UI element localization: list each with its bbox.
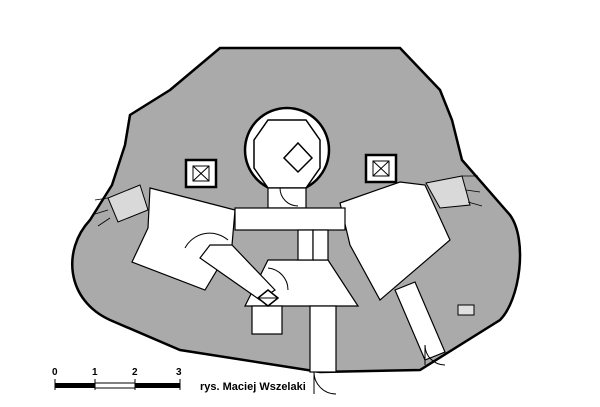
left-vent-shaft	[184, 158, 218, 189]
passage-left	[297, 229, 314, 261]
scale-tick-0: 0	[52, 367, 58, 378]
hatch-mark	[256, 289, 280, 307]
right-embrasure	[425, 175, 483, 209]
door-arc-entrance	[313, 371, 337, 395]
door-arc-turret	[279, 187, 299, 207]
door-arc-left	[184, 232, 229, 249]
central-turret	[243, 106, 331, 194]
right-vent-shaft	[364, 153, 398, 184]
scale-tick-1: 1	[92, 367, 98, 378]
door-arc-lobby	[267, 267, 289, 291]
small-room	[251, 305, 283, 335]
interior-rooms	[131, 181, 451, 373]
left-embrasure	[94, 184, 149, 227]
right-gun-room	[339, 181, 451, 301]
cross-corridor	[234, 207, 346, 231]
scale-bar: 0 1 2 3	[52, 367, 182, 390]
right-exit-corridor	[394, 281, 446, 361]
author-credit: rys. Maciej Wszelaki	[200, 381, 306, 393]
doors	[184, 187, 446, 395]
scale-tick-2: 2	[132, 367, 138, 378]
scale-tick-3: 3	[176, 367, 182, 378]
passage-right	[312, 229, 329, 261]
entrance-corridor	[309, 305, 337, 373]
right-niche	[457, 304, 475, 316]
turret-stem	[267, 187, 307, 209]
